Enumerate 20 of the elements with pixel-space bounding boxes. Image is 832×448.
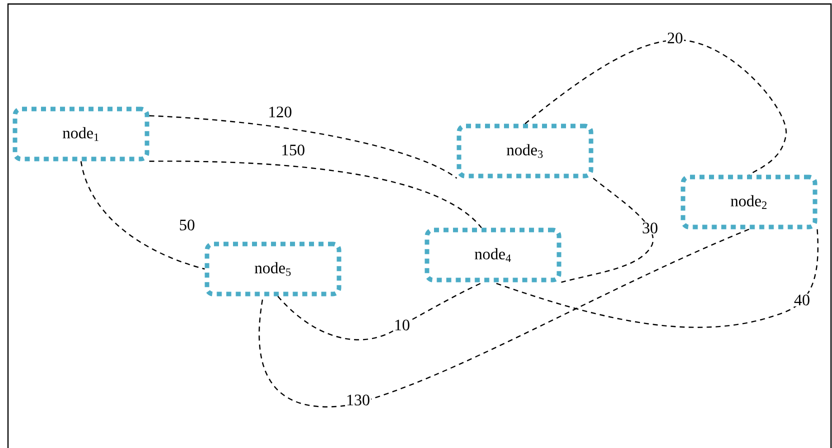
edge-label: 30	[641, 222, 659, 234]
node-box: node$_{4}$	[424, 228, 562, 282]
node-box: node$_{2}$	[680, 174, 818, 230]
connector	[524, 39, 787, 176]
edge-label: 20	[666, 32, 684, 44]
edge-label: 130	[345, 394, 371, 406]
edge-label: 40	[793, 294, 811, 306]
edge-label: 50	[178, 218, 196, 232]
connector	[561, 178, 654, 283]
node-box: node$_{1}$	[12, 106, 150, 162]
connector	[149, 115, 458, 179]
edge-label: 10	[393, 318, 411, 332]
connector	[258, 228, 750, 408]
edge-label: 150	[280, 144, 306, 156]
node-box: node$_{5}$	[204, 242, 342, 296]
connector	[80, 161, 205, 270]
node-box: node$_{3}$	[456, 124, 594, 178]
connector	[277, 282, 484, 340]
edge-label: 120	[267, 106, 293, 118]
connector	[149, 160, 482, 228]
